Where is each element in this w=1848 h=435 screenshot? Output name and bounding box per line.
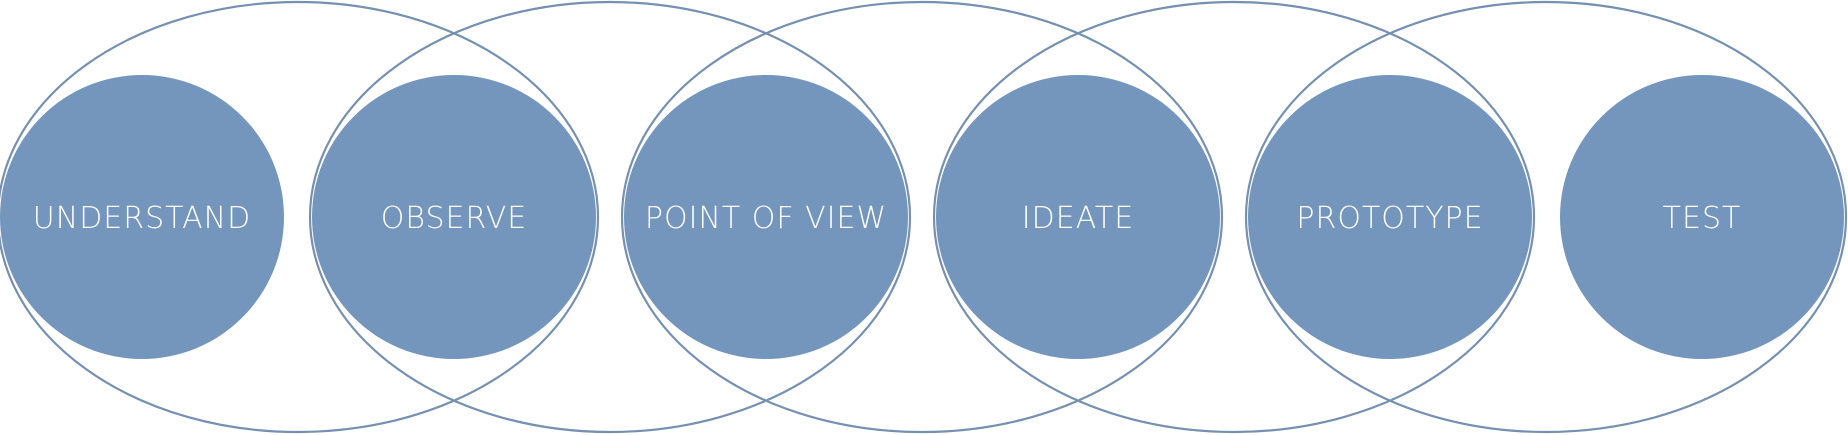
stage-label-observe: OBSERVE <box>381 201 527 236</box>
stage-label-ideate: IDEATE <box>1022 201 1134 236</box>
ellipse-outline-5 <box>1244 0 1848 434</box>
ellipse-outline-4 <box>932 0 1536 434</box>
ellipse-outline-2 <box>308 0 912 434</box>
stage-label-prototype: PROTOTYPE <box>1296 201 1483 236</box>
stage-circle-point-of-view <box>624 75 908 359</box>
stage-label-understand: UNDERSTAND <box>33 201 251 236</box>
ellipse-outline-1 <box>0 0 600 434</box>
stage-label-test: TEST <box>1663 201 1742 236</box>
stage-circle-understand <box>0 75 284 359</box>
stage-circle-observe <box>312 75 596 359</box>
ellipse-outline-3 <box>620 0 1224 434</box>
stage-circles <box>0 75 1844 359</box>
stage-label-point-of-view: POINT OF VIEW <box>645 201 887 236</box>
stage-circle-prototype <box>1248 75 1532 359</box>
stage-circle-test <box>1560 75 1844 359</box>
stage-circle-ideate <box>936 75 1220 359</box>
stage-labels: UNDERSTAND OBSERVE POINT OF VIEW IDEATE PROT… <box>33 201 1742 236</box>
